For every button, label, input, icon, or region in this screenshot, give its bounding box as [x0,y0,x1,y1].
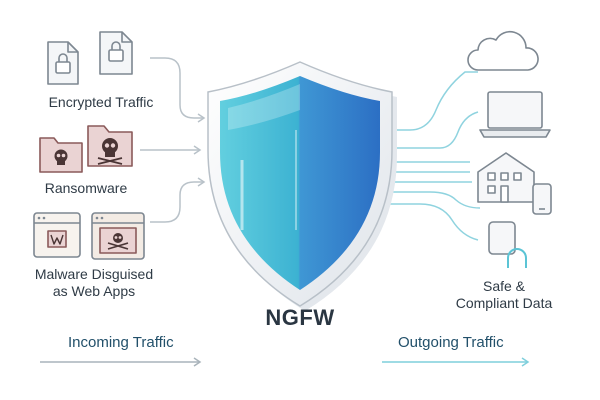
malware-connector [150,181,204,223]
building-icon [477,152,535,203]
skull-folder-icon [39,125,133,173]
incoming-traffic-label: Incoming Traffic [68,334,174,351]
lock-icon [488,221,527,268]
phone-connector [388,191,481,209]
outgoing-connectors [385,71,481,241]
incoming-connectors [140,57,206,223]
ngfw-title: NGFW [265,305,335,330]
encrypted-traffic-connector [150,57,204,119]
cloud-icon [467,30,539,71]
ransomware-arrowhead [193,145,202,155]
locked-file-icon [47,31,133,85]
shield-icon [207,61,397,311]
malware-label: Malware Disguised as Web Apps [34,266,154,299]
lock-connector [388,203,479,241]
malicious-browser-icon [33,212,145,260]
encrypted-arrowhead [197,113,206,123]
cloud-connector [385,71,478,131]
outgoing-flow-arrow [382,357,530,367]
encrypted-traffic-label: Encrypted Traffic [48,94,154,110]
laptop-icon [479,91,551,138]
malware-arrowhead [197,177,206,187]
outgoing-traffic-label: Outgoing Traffic [398,334,504,351]
phone-icon [532,183,552,215]
incoming-flow-arrow [40,357,202,367]
ransomware-label: Ransomware [44,180,128,196]
laptop-connector [390,111,479,149]
safe-compliant-data-label: Safe & Compliant Data [455,278,553,311]
